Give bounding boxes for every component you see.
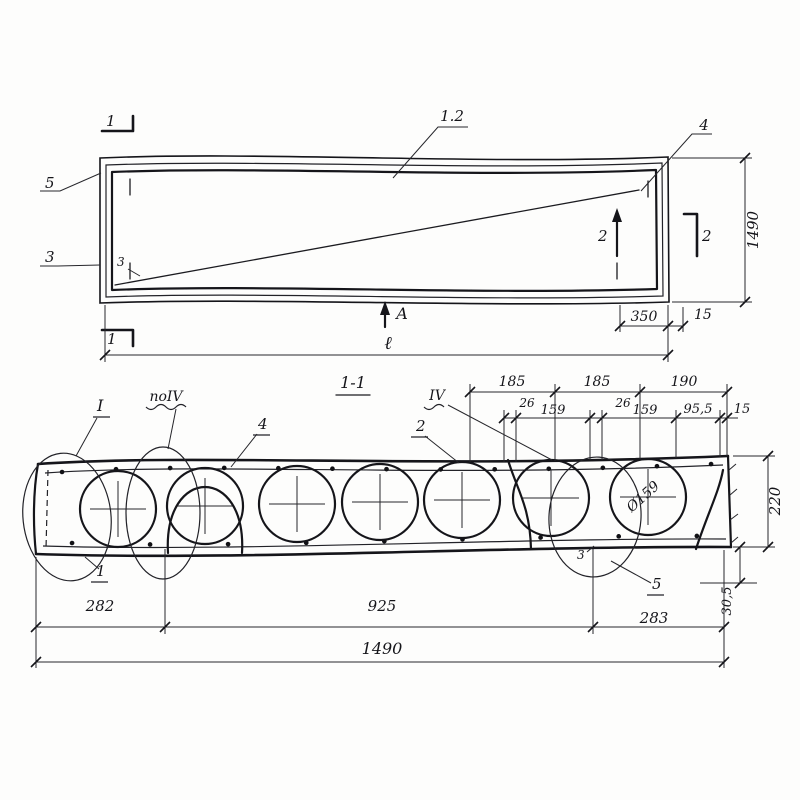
- plan-dimension-ticks: [99, 152, 751, 361]
- dim-95-5: 95,5: [684, 402, 713, 417]
- dim-159-b: 159: [633, 403, 658, 418]
- cut-label-1-top: 1: [106, 112, 116, 130]
- label-squiggles: [145, 403, 445, 411]
- callout-label-4: 4: [698, 116, 709, 134]
- cut-mark-1-top: [100, 114, 135, 133]
- plan-dimension-lines: [105, 158, 746, 356]
- slab-inner-bottom-line: [42, 538, 727, 549]
- cut-mark-1-bottom: [100, 328, 135, 348]
- position-label-3: 3: [577, 548, 585, 562]
- core-2: [165, 466, 245, 546]
- plan-outer-outline: [99, 155, 670, 305]
- label-underlines: [91, 416, 664, 596]
- detail-ellipse-right: [548, 456, 642, 578]
- plan-dim-height: 1490: [744, 210, 762, 249]
- core-3: [257, 464, 337, 544]
- core-7: [608, 457, 688, 537]
- rebar-dots-bottom: [69, 533, 709, 547]
- position-label-1: 1: [96, 562, 106, 580]
- section-top-ticks: [464, 386, 733, 424]
- detail-ellipse-I: [22, 452, 112, 582]
- bent-bar-core6: [506, 458, 533, 551]
- plan-diagonal-bar: [114, 189, 640, 286]
- position-label-5: 5: [652, 575, 662, 593]
- slab-top-edge: [36, 454, 730, 466]
- section-view: 1-1 Ø159: [22, 373, 784, 668]
- section-leaders: [75, 404, 652, 584]
- section-top-dimension-lines: [470, 391, 738, 419]
- plan-middle-outline: [105, 162, 664, 299]
- core-1: [78, 469, 158, 549]
- section-title: 1-1: [340, 373, 366, 392]
- cut-label-2-right: 2: [701, 227, 712, 245]
- dim-283: 283: [639, 609, 669, 627]
- dim-1490-total: 1490: [362, 639, 403, 658]
- plan-inner-outline: [110, 168, 659, 292]
- section-bottom-dimension-lines: [36, 626, 724, 663]
- detail-label-I: I: [96, 396, 104, 415]
- section-bottom-extension-lines: [35, 549, 725, 668]
- section-right-ticks: [734, 450, 774, 589]
- cut-mark-2-arrowhead: [612, 208, 622, 222]
- dim-190: 190: [671, 374, 698, 390]
- plan-dim-350: 350: [631, 309, 658, 325]
- position-label-4: 4: [257, 415, 268, 433]
- cut-mark-2-right: [682, 212, 699, 258]
- section-right-dimension-lines: [739, 456, 769, 583]
- detail-ellipse-poIV: [125, 446, 201, 580]
- dim-185-b: 185: [584, 374, 611, 390]
- core-4: [340, 462, 420, 542]
- slab-left-edge: [32, 462, 40, 556]
- bent-bar-over-core2: [166, 486, 244, 555]
- slab-bottom-edge: [34, 545, 733, 558]
- slab-right-edge: [726, 454, 733, 549]
- cut-label-2-left: 2: [597, 227, 608, 245]
- cut-label-1-bottom: 1: [107, 330, 117, 348]
- callout-leaders: [40, 126, 712, 277]
- plan-extension-lines: [104, 157, 752, 362]
- dim-282: 282: [85, 597, 115, 615]
- detail-label-poIV: поIV: [149, 389, 184, 405]
- core-6: [511, 458, 591, 538]
- dim-925: 925: [368, 597, 397, 615]
- dim-30-5: 30,5: [720, 587, 735, 616]
- dim-159-a: 159: [541, 403, 566, 418]
- dim-15: 15: [734, 402, 751, 417]
- section-bottom-ticks: [30, 621, 730, 668]
- dim-220: 220: [766, 486, 784, 516]
- plan-view: 1 1 2 2 А 1.2 4 5 3 3 1490 350 15 ℓ: [40, 107, 762, 362]
- callout-label-1-2: 1.2: [440, 107, 464, 125]
- plan-dim-15: 15: [694, 307, 712, 323]
- left-end-hidden-line: [45, 469, 49, 550]
- view-arrowhead: [380, 301, 390, 315]
- bent-bar-right-end: [694, 468, 725, 551]
- position-label-3: 3: [45, 248, 55, 266]
- section-top-extension-lines: [469, 384, 728, 462]
- position-label-3-inner: 3: [117, 255, 125, 269]
- right-end-hatch: [728, 463, 739, 544]
- label-IV: IV: [428, 388, 447, 404]
- section-right-extension-lines: [700, 455, 775, 584]
- plan-corner-dashes: [129, 178, 649, 280]
- dim-26-a: 26: [518, 396, 535, 410]
- plan-dim-length: ℓ: [384, 333, 392, 354]
- dim-185-a: 185: [499, 374, 526, 390]
- dim-26-b: 26: [614, 396, 631, 410]
- view-label: А: [395, 304, 408, 323]
- position-label-5: 5: [45, 174, 55, 192]
- position-label-2: 2: [415, 417, 426, 435]
- core-5: [422, 460, 502, 540]
